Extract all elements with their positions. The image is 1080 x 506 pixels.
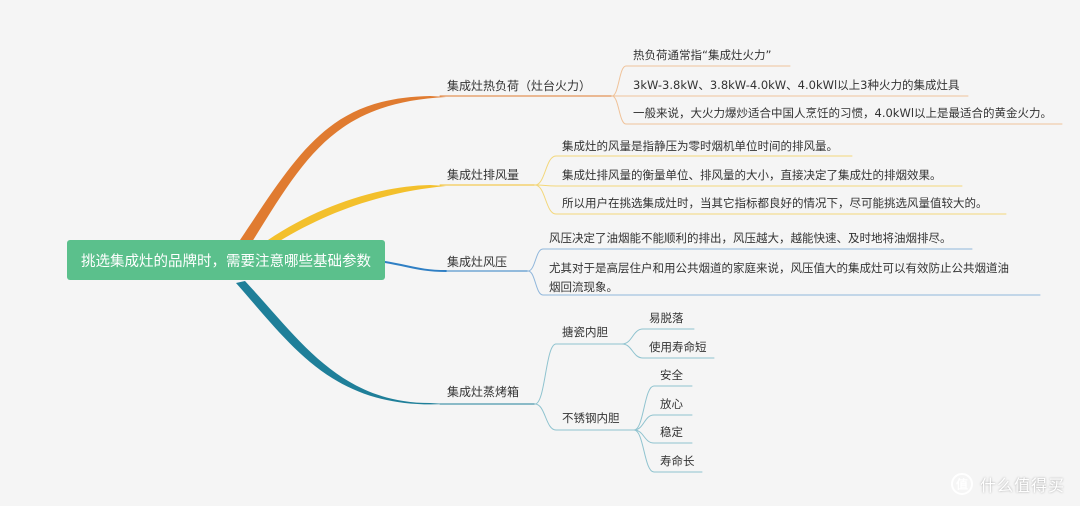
oven-link-enamel <box>534 343 557 405</box>
enamel-leaf-2[interactable]: 使用寿命短 <box>649 340 707 354</box>
wind-pressure-leaf-1[interactable]: 风压决定了油烟能不能顺利的排出，风压越大，越能快速、及时地将油烟排尽。 <box>549 231 952 245</box>
stainless-link-2 <box>633 414 655 431</box>
enamel-link-1 <box>621 328 644 345</box>
stainless-link-4 <box>633 429 655 473</box>
exhaust-leaf-3[interactable]: 所以用户在挑选集成灶时，当其它指标都良好的情况下，尽可能挑选风量值较大的。 <box>562 196 988 210</box>
exhaust-branch-curve <box>268 185 446 242</box>
heat-load-leaf-1[interactable]: 热负荷通常指“集成灶火力” <box>633 48 772 62</box>
connector-lines <box>439 65 1063 473</box>
heat-load-link-3 <box>611 95 627 125</box>
svg-text:值: 值 <box>956 477 968 492</box>
branch-oven[interactable]: 集成灶蒸烤箱 <box>447 385 520 399</box>
central-topic-label: 挑选集成灶的品牌时，需要注意哪些基础参数 <box>81 253 371 270</box>
wind-pressure-leaf-2[interactable]: 尤其对于是高层住户和用公共烟道的家庭来说，风压值大的集成灶可以有效防止公共烟道油… <box>549 261 1009 294</box>
stainless-link-1 <box>633 385 655 431</box>
oven-branch-curve <box>236 281 446 405</box>
heat-load-branch-curve <box>240 96 446 242</box>
heat-load-leaf-2[interactable]: 3kW-3.8kW、3.8kW-4.0kW、4.0kWl以上3种火力的集成灶具 <box>633 78 960 92</box>
branch-heat-load[interactable]: 集成灶热负荷（灶台火力） <box>447 79 592 93</box>
enamel-leaf-1[interactable]: 易脱落 <box>649 311 684 325</box>
oven-sub-enamel[interactable]: 搪瓷内胆 <box>562 325 608 339</box>
central-topic[interactable]: 挑选集成灶的品牌时，需要注意哪些基础参数 <box>67 240 385 280</box>
wind-pressure-link-2 <box>527 270 544 296</box>
exhaust-leaf-2[interactable]: 集成灶排风量的衡量单位、排风量的大小，直接决定了集成灶的排烟效果。 <box>562 168 942 182</box>
zhide-logo-icon: 值 <box>951 473 973 495</box>
watermark: 值 什么值得买 <box>950 471 1065 497</box>
stainless-leaf-4[interactable]: 寿命长 <box>660 454 695 468</box>
oven-link-stainless <box>534 403 557 431</box>
watermark-text: 什么值得买 <box>980 476 1066 495</box>
exhaust-leaf-1[interactable]: 集成灶的风量是指静压为零时烟机单位时间的排风量。 <box>562 139 838 153</box>
stainless-leaf-3[interactable]: 稳定 <box>660 425 683 439</box>
oven-sub-stainless[interactable]: 不锈钢内胆 <box>562 411 620 425</box>
branch-wind-pressure[interactable]: 集成灶风压 <box>447 255 508 269</box>
heat-load-link-1 <box>611 65 627 97</box>
stainless-leaf-1[interactable]: 安全 <box>660 368 683 382</box>
exhaust-link-3 <box>534 184 557 215</box>
branch-exhaust[interactable]: 集成灶排风量 <box>447 168 520 182</box>
stainless-leaf-2[interactable]: 放心 <box>660 397 683 411</box>
wind-pressure-link-1 <box>527 248 544 272</box>
exhaust-link-1 <box>534 155 557 186</box>
enamel-link-2 <box>621 343 644 359</box>
heat-load-leaf-3[interactable]: 一般来说，大火力爆炒适合中国人烹饪的习惯，4.0kWl以上是最适合的黄金火力。 <box>633 106 1053 120</box>
wind-pressure-branch-curve <box>384 261 447 272</box>
